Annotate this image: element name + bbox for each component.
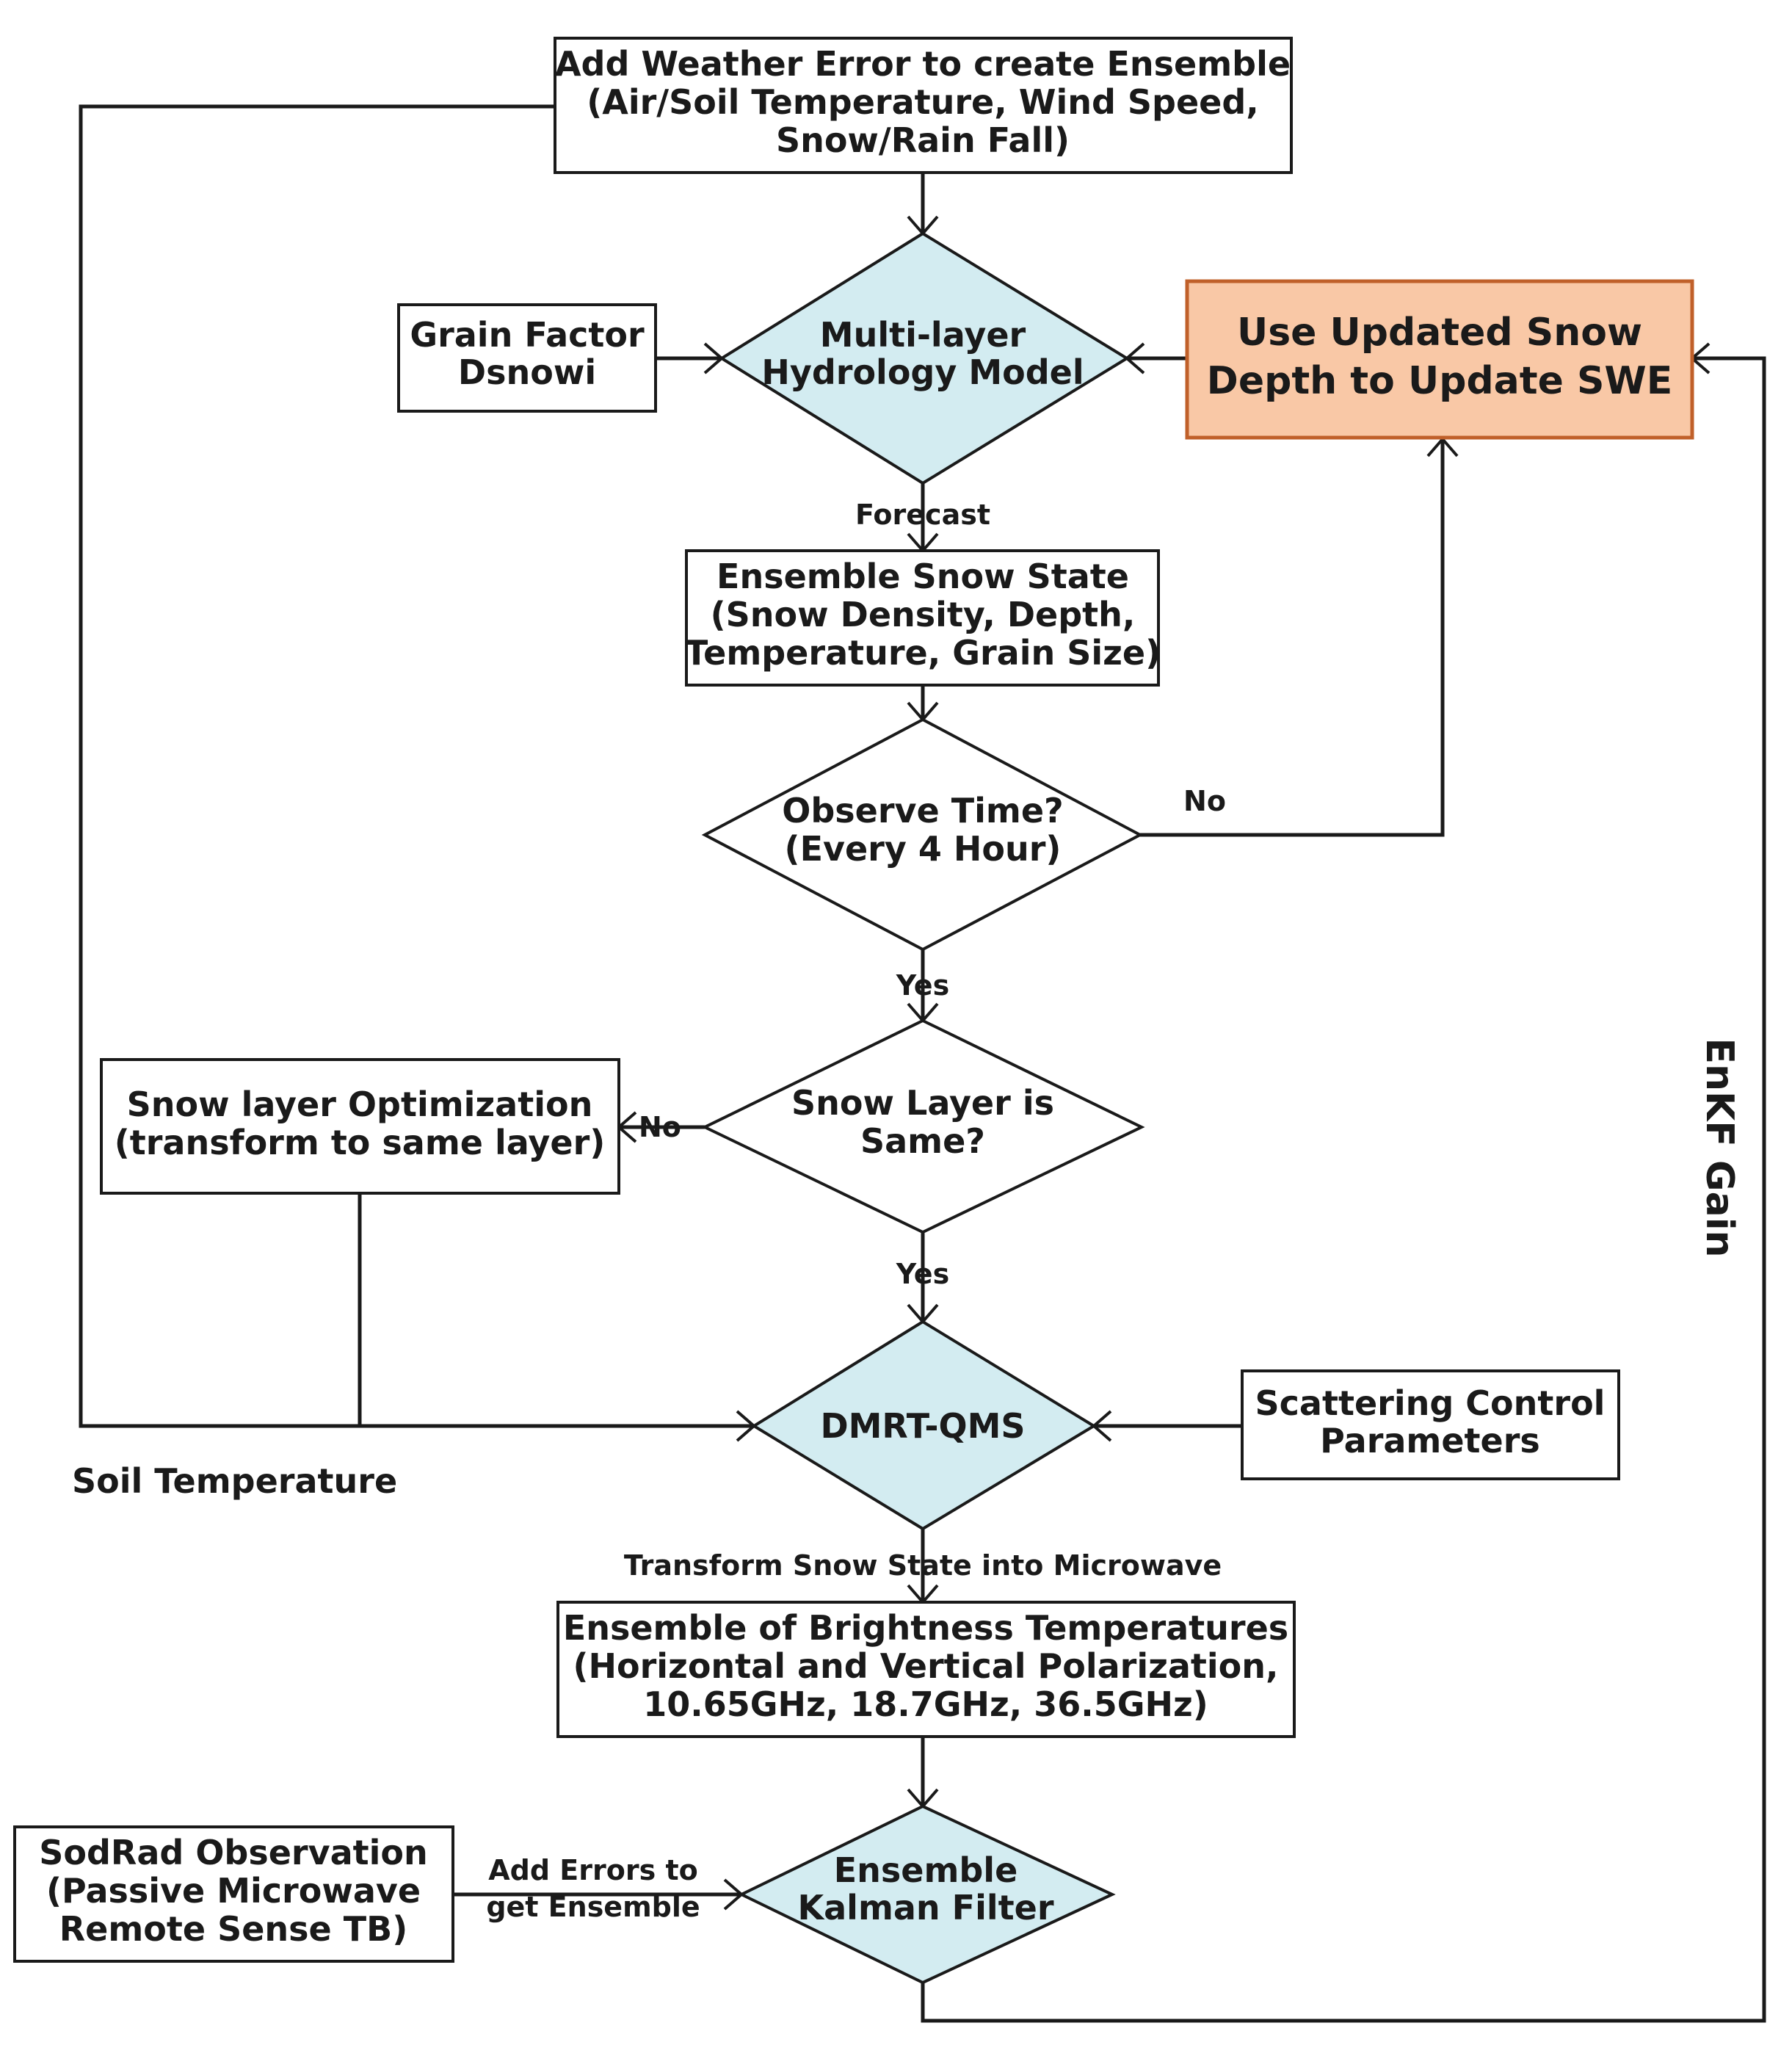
label-forecast: Forecast [855,499,990,531]
enkf-line-1: Ensemble [834,1850,1018,1890]
hydrology-model-line-2: Hydrology Model [761,352,1084,392]
connector-observe-no [1140,439,1445,837]
scattering-line-2: Parameters [1320,1421,1540,1460]
optimization-line-1: Snow layer Optimization [127,1085,593,1124]
node-observe-time: Observe Time? (Every 4 Hour) [701,717,1144,952]
brightness-line-2: (Horizontal and Vertical Polarization, [573,1646,1278,1686]
snow-state-line-3: Temperature, Grain Size) [685,633,1161,673]
weather-error-line-2: (Air/Soil Temperature, Wind Speed, [587,82,1259,122]
node-snow-layer-optimization: Snow layer Optimization (transform to sa… [100,1058,620,1195]
label-soil-temperature: Soil Temperature [72,1461,397,1501]
sodrad-line-2: (Passive Microwave [46,1871,421,1911]
sodrad-line-1: SodRad Observation [39,1833,428,1872]
node-brightness-temperatures: Ensemble of Brightness Temperatures (Hor… [556,1601,1296,1738]
node-enkf: Ensemble Kalman Filter [738,1804,1116,1985]
label-layer-no: No [639,1111,681,1143]
node-grain-factor: Grain Factor Dsnowi [397,303,657,413]
snow-state-line-2: (Snow Density, Depth, [711,595,1136,634]
label-layer-yes: Yes [896,1258,949,1290]
grain-factor-line-1: Grain Factor [410,315,645,355]
node-hydrology-model: Multi-layer Hydrology Model [719,231,1130,485]
weather-error-line-3: Snow/Rain Fall) [776,120,1070,160]
node-dmrt-qms: DMRT-QMS [751,1320,1097,1531]
snow-state-line-1: Ensemble Snow State [717,557,1129,596]
node-update-swe: Use Updated Snow Depth to Update SWE [1185,279,1694,440]
snow-layer-same-line-2: Same? [860,1121,985,1161]
update-swe-line-1: Use Updated Snow [1237,311,1642,355]
node-scattering-params: Scattering Control Parameters [1241,1369,1620,1480]
node-weather-error: Add Weather Error to create Ensemble (Ai… [554,37,1293,174]
grain-factor-line-2: Dsnowi [458,352,596,392]
update-swe-line-2: Depth to Update SWE [1207,359,1673,403]
dmrt-qms-label: DMRT-QMS [820,1406,1025,1446]
label-add-errors-line-1: Add Errors to [488,1854,697,1886]
brightness-line-1: Ensemble of Brightness Temperatures [563,1608,1288,1648]
observe-time-line-1: Observe Time? [782,791,1063,830]
label-observe-no: No [1183,785,1226,817]
optimization-line-2: (transform to same layer) [115,1123,606,1162]
label-enkf-gain: EnKF Gain [1697,1038,1741,1257]
connectors [79,104,1766,2023]
connector-soil-temperature-loop [79,104,754,1428]
label-add-errors-line-2: get Ensemble [486,1891,700,1923]
label-observe-yes: Yes [896,969,949,1002]
scattering-line-1: Scattering Control [1255,1383,1606,1423]
enkf-line-2: Kalman Filter [797,1888,1053,1927]
connector-enkf-gain-loop [921,356,1766,2023]
observe-time-line-2: (Every 4 Hour) [785,829,1062,869]
hydrology-model-line-1: Multi-layer [820,315,1026,355]
brightness-line-3: 10.65GHz, 18.7GHz, 36.5GHz) [643,1684,1208,1724]
weather-error-line-1: Add Weather Error to create Ensemble [555,44,1291,84]
sodrad-line-3: Remote Sense TB) [59,1909,408,1949]
node-sodrad-observation: SodRad Observation (Passive Microwave Re… [13,1825,454,1963]
node-snow-layer-same: Snow Layer is Same? [701,1018,1145,1234]
node-ensemble-snow-state: Ensemble Snow State (Snow Density, Depth… [685,549,1161,687]
snow-layer-same-line-1: Snow Layer is [791,1083,1054,1123]
label-transform-microwave: Transform Snow State into Microwave [624,1549,1222,1582]
